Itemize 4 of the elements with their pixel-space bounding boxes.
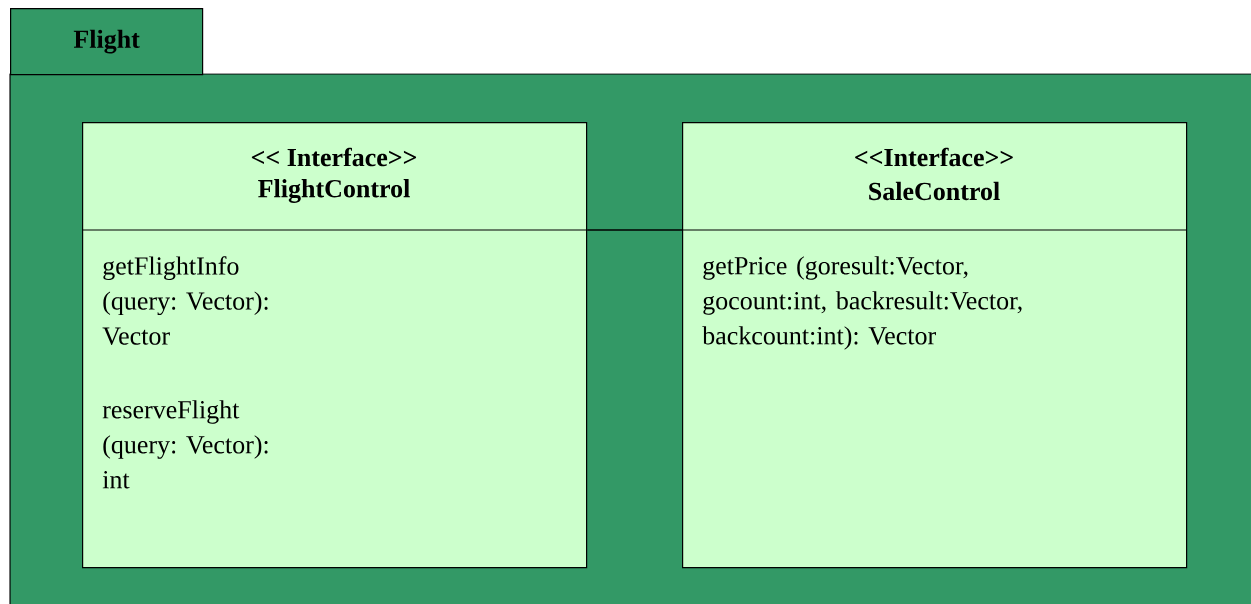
interface-box: << Interface>> FlightControl getFlightInfo (query: Vector): Vector reserveFlight (query: Vector): int bbox=[81, 122, 588, 569]
node-label: Flight bbox=[73, 29, 140, 54]
interface-box: <<Interface>> SaleControl getPrice (goresult:Vector, gocount:int, backresult:Vector, backcount:int): Vector bbox=[681, 122, 1188, 569]
association-line bbox=[586, 229, 683, 231]
